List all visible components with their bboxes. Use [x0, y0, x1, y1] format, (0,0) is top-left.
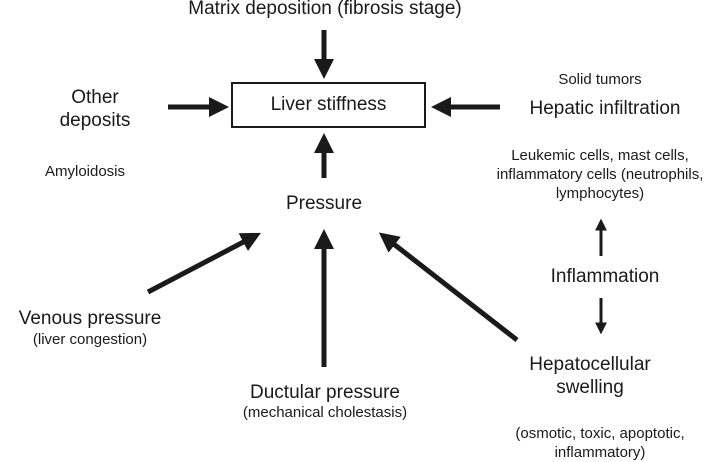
infiltration-detail-line1: Leukemic cells, mast cells,	[511, 147, 689, 164]
other-deposits-label: Other deposits	[40, 86, 150, 132]
ductular-pressure-sub: (mechanical cholestasis)	[242, 404, 408, 421]
arrow-swelling-to-pressure	[378, 232, 519, 342]
arrow-venous-to-pressure	[146, 232, 261, 295]
inflammation-label: Inflammation	[550, 266, 660, 287]
solid-tumors-label: Solid tumors	[558, 71, 642, 88]
matrix-deposition-label: Matrix deposition (fibrosis stage)	[188, 0, 462, 19]
ductular-pressure-label: Ductular pressure	[250, 382, 400, 403]
venous-pressure-label: Venous pressure	[18, 308, 162, 329]
infiltration-detail: Leukemic cells, mast cells, inflammatory…	[480, 146, 714, 203]
venous-pressure-sub: (liver congestion)	[32, 331, 148, 348]
hepatocellular-line1: Hepatocellular	[529, 354, 651, 375]
swelling-detail: (osmotic, toxic, apoptotic, inflammatory…	[490, 424, 710, 462]
amyloidosis-label: Amyloidosis	[44, 163, 126, 180]
swelling-detail-line1: (osmotic, toxic, apoptotic,	[515, 425, 685, 442]
hepatocellular-swelling-label: Hepatocellular swelling	[500, 353, 680, 399]
other-deposits-line2: deposits	[59, 110, 131, 131]
hepatic-infiltration-label: Hepatic infiltration	[529, 98, 681, 119]
infiltration-detail-line3: lymphocytes)	[555, 185, 645, 202]
swelling-detail-line2: inflammatory)	[554, 444, 646, 461]
liver-stiffness-label: Liver stiffness	[270, 94, 387, 115]
other-deposits-line1: Other	[71, 87, 119, 108]
infiltration-detail-line2: inflammatory cells (neutrophils,	[496, 166, 704, 183]
liver-stiffness-box: Liver stiffness	[231, 82, 426, 128]
pressure-label: Pressure	[285, 193, 363, 214]
hepatocellular-line2: swelling	[556, 377, 624, 398]
